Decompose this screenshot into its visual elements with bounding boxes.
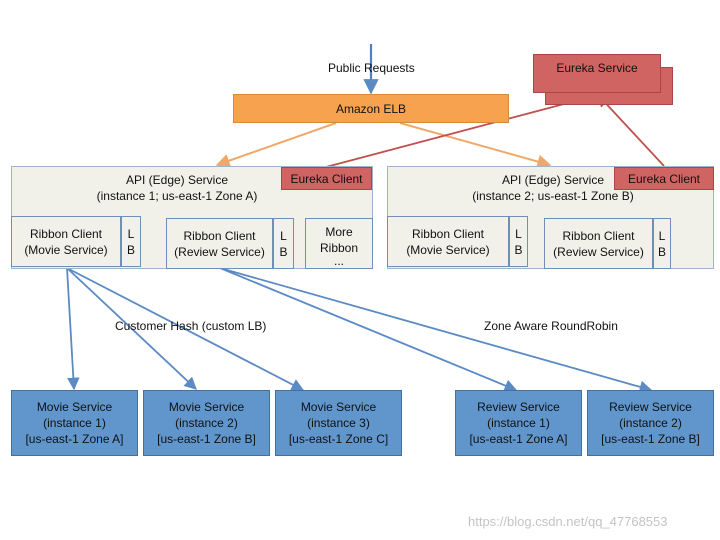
ribbon-client-movie-1-service: (Movie Service): [24, 242, 108, 257]
ribbon-client-review-1-name: Ribbon Client: [183, 228, 256, 243]
movie-service-1-box: Movie Service (instance 1) [us-east-1 Zo…: [11, 390, 138, 456]
ribbon-client-review-1-service: (Review Service): [174, 244, 265, 259]
lb-letter-l: L: [515, 226, 522, 241]
ribbon-client-movie-1-name: Ribbon Client: [29, 226, 103, 241]
review-service-2-box: Review Service (instance 2) [us-east-1 Z…: [587, 390, 714, 456]
ribbon-client-review-1: Ribbon Client (Review Service): [166, 218, 273, 269]
movie-service-1-zone: [us-east-1 Zone A]: [25, 432, 124, 446]
movie-service-2-zone: [us-east-1 Zone B]: [157, 432, 256, 446]
public-requests-label: Public Requests: [328, 61, 415, 75]
ribbon-client-review-2-lb: L B: [653, 218, 671, 269]
customer-hash-label: Customer Hash (custom LB): [115, 319, 267, 333]
amazon-elb-label: Amazon ELB: [335, 101, 407, 116]
eureka-client-2-label: Eureka Client: [627, 171, 701, 186]
review-service-2-instance: (instance 2): [619, 416, 682, 430]
more-ribbon-line-3: ...: [333, 254, 344, 268]
review-service-1-instance: (instance 1): [487, 416, 550, 430]
lb-letter-b: B: [657, 244, 666, 259]
amazon-elb-box: Amazon ELB: [233, 94, 509, 123]
more-ribbon-box: More Ribbon ...: [305, 218, 373, 269]
lb-letter-b: B: [279, 244, 288, 259]
ribbon-client-review-2-service: (Review Service): [553, 244, 644, 259]
eureka-client-2-box: Eureka Client: [614, 167, 714, 190]
route-review-1-arrow: [219, 267, 518, 392]
ribbon-client-movie-2: Ribbon Client (Movie Service): [387, 216, 509, 267]
movie-service-1-instance: (instance 1): [43, 416, 106, 430]
review-service-2-zone: [us-east-1 Zone B]: [601, 432, 700, 446]
lb-letter-l: L: [280, 228, 287, 243]
movie-service-3-instance: (instance 3): [307, 416, 370, 430]
zone-aware-label: Zone Aware RoundRobin: [484, 319, 618, 333]
elb-to-api-1-arrow: [215, 122, 337, 168]
ribbon-client-movie-1: Ribbon Client (Movie Service): [11, 216, 121, 267]
eureka-service-label: Eureka Service: [556, 61, 638, 75]
eureka-client-1-label: Eureka Client: [290, 171, 363, 186]
api-service-2-subtitle: (instance 2; us-east-1 Zone B): [472, 189, 634, 203]
more-ribbon-line-2: Ribbon: [319, 241, 359, 255]
review-service-1-box: Review Service (instance 1) [us-east-1 Z…: [455, 390, 582, 456]
movie-service-2-box: Movie Service (instance 2) [us-east-1 Zo…: [143, 390, 270, 456]
lb-letter-b: B: [514, 242, 523, 257]
movie-service-3-zone: [us-east-1 Zone C]: [288, 432, 389, 446]
review-service-2-name: Review Service: [609, 400, 692, 414]
elb-to-api-2-arrow: [399, 122, 552, 169]
movie-service-3-name: Movie Service: [300, 400, 377, 414]
eureka-service-box: Eureka Service: [533, 54, 661, 93]
lb-letter-b: B: [126, 242, 135, 257]
review-service-1-name: Review Service: [477, 400, 560, 414]
route-movie-1-arrow: [66, 267, 80, 391]
ribbon-client-movie-2-service: (Movie Service): [406, 242, 490, 257]
api-service-1-subtitle: (instance 1; us-east-1 Zone A): [96, 189, 258, 203]
movie-service-2-name: Movie Service: [168, 400, 245, 414]
watermark-text: https://blog.csdn.net/qq_47768553: [468, 514, 668, 529]
route-movie-3-arrow: [66, 267, 305, 391]
ribbon-client-movie-1-lb: L B: [121, 216, 141, 267]
eureka-client-1-box: Eureka Client: [281, 167, 372, 190]
movie-service-2-instance: (instance 2): [175, 416, 238, 430]
api-service-1-title: API (Edge) Service: [125, 173, 229, 187]
more-ribbon-line-1: More: [325, 225, 353, 239]
ribbon-client-review-2: Ribbon Client (Review Service): [544, 218, 653, 269]
api-service-2-title: API (Edge) Service: [501, 173, 605, 187]
route-review-2-arrow: [219, 267, 653, 393]
eureka-client-2-link: [597, 94, 665, 167]
ribbon-client-movie-2-name: Ribbon Client: [411, 226, 485, 241]
route-movie-2-arrow: [66, 267, 197, 390]
movie-service-3-box: Movie Service (instance 3) [us-east-1 Zo…: [275, 390, 402, 456]
ribbon-client-movie-2-lb: L B: [509, 216, 528, 267]
ribbon-client-review-1-lb: L B: [273, 218, 294, 269]
lb-letter-l: L: [658, 228, 666, 243]
lb-letter-l: L: [127, 226, 135, 241]
review-service-1-zone: [us-east-1 Zone A]: [469, 432, 568, 446]
movie-service-1-name: Movie Service: [36, 400, 113, 414]
eureka-client-1-link: [325, 91, 600, 168]
ribbon-client-review-2-name: Ribbon Client: [562, 228, 635, 243]
